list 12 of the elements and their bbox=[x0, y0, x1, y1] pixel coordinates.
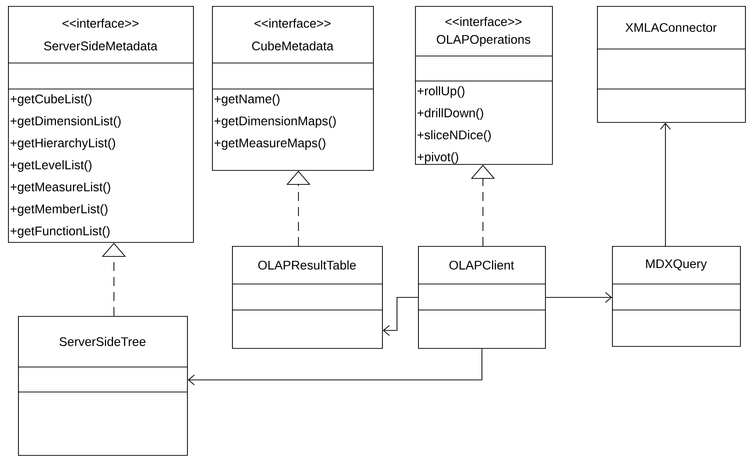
association-arrow bbox=[382, 297, 418, 336]
class-box: <<interface>> CubeMetadata +getName() +getDimensionMaps() +getMeasureMaps() bbox=[212, 6, 374, 171]
class-box: MDXQuery bbox=[612, 246, 741, 347]
class-box: OLAPClient bbox=[418, 246, 546, 349]
association-arrow bbox=[545, 292, 612, 303]
class-box: <<interface>> OLAPOperations +rollUp() +drillDown() +sliceNDice() +pivot() bbox=[414, 6, 553, 165]
class-box: XMLAConnector bbox=[596, 6, 746, 123]
association-arrow bbox=[660, 122, 671, 246]
class-box: OLAPResultTable bbox=[232, 246, 383, 349]
class-box: <<interface>> ServerSideMetadata +getCubeList() +getDimensionList() +getHierarchyList() +getLevelList() +getMeasureList() +getMemberList() +getFunctionList() bbox=[8, 6, 194, 243]
association-arrow bbox=[188, 348, 482, 386]
class-box: ServerSideTree bbox=[18, 316, 188, 456]
